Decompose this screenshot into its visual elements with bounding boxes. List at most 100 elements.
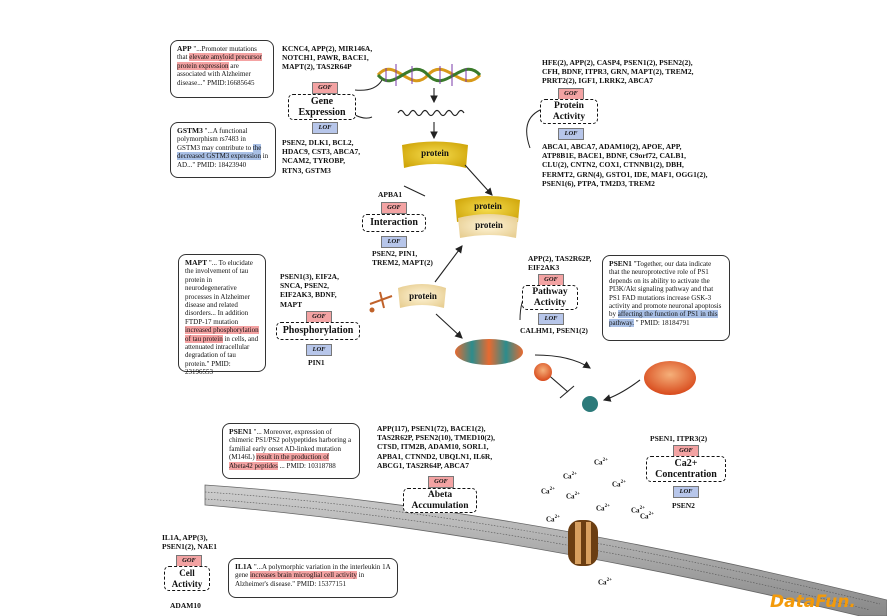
card-psen1b-gene: PSEN1 [229, 427, 252, 436]
interaction-gof-genes: APBA1 [378, 190, 403, 199]
card-gstm3-gene: GSTM3 [177, 126, 203, 135]
gene-line: PSEN2, PIN1, [372, 249, 418, 258]
card-mapt-end: in cells, and attenuated intracellular d… [185, 334, 259, 368]
cell-activity-gof-genes: IL1A, APP(3), PSEN1(2), NAE1 [162, 533, 242, 551]
gene-line: NOTCH1, PAWR, BACE1, [282, 53, 369, 63]
protein-shape-3 [458, 214, 518, 238]
gene-line: NCAM2, TYROBP, [282, 156, 346, 166]
phosphorylation-lof-genes: PIN1 [308, 358, 325, 367]
gene-expression-lof-genes: PSEN2, DLK1, BCL2, HDAC9, CST3, ABCA7, N… [282, 138, 392, 175]
protein-label-1: protein [421, 148, 449, 158]
gene-line: PSEN1(6), PTPA, TM2D3, TREM2 [542, 178, 655, 188]
gene-line: RTN3, GSTM3 [282, 165, 331, 175]
card-mapt: MAPT "... To elucidate the involvement o… [178, 254, 266, 376]
card-gstm3: GSTM3 "...A functional polymorphism rs74… [170, 122, 276, 178]
card-gstm3-pmid: PMID: 18423940 [196, 160, 247, 169]
gene-expression-lof-badge: LOF [312, 122, 338, 134]
protein-label-3: protein [475, 220, 503, 230]
gene-line: CLU(2), CNTN2, COX1, CTNNB1(2), DBH, [542, 160, 684, 170]
gene-expression-gof-genes: KCNC4, APP(2), MIR146A, NOTCH1, PAWR, BA… [282, 44, 392, 72]
phosphorylation-lof-badge: LOF [306, 344, 332, 356]
small-blob-2 [582, 396, 598, 412]
pathway-activity-lof-genes: CALHM1, PSEN1(2) [520, 326, 588, 335]
protein-activity-lof-genes: ABCA1, ABCA7, ADAM10(2), APOE, APP, ATP8… [542, 142, 752, 188]
ca-ion: Ca2+ [594, 458, 608, 467]
card-app-highlight: elevate amyloid precursor protein expres… [177, 53, 262, 70]
gene-expression-gof-badge: GOF [312, 82, 338, 94]
card-app-text: "...Promoter mutations that [177, 45, 257, 62]
interaction-gof-badge: GOF [381, 202, 407, 214]
small-blob-1 [534, 363, 552, 381]
card-psen1a-gene: PSEN1 [609, 259, 632, 268]
card-mapt-pmid: PMID: 23196553 [185, 359, 231, 377]
datafun-logo: DataFun. [770, 592, 856, 612]
gene-line: CTSD, ITM2B, ADAM10, SORL1, [377, 442, 489, 452]
gene-expression-node[interactable]: Gene Expression [288, 94, 356, 120]
ca-ion: Ca2+ [566, 492, 580, 501]
card-app-pmid: PMID:16685645 [207, 78, 255, 87]
card-psen1-abeta: PSEN1 "... Moreover, expression of chime… [222, 423, 360, 479]
phosphorylation-gof-genes: PSEN1(3), EIF2A, SNCA, PSEN2, EIF2AK3, B… [280, 272, 360, 309]
interaction-node[interactable]: Interaction [362, 214, 426, 232]
gene-line: HFE(2), APP(2), CASP4, PSEN1(2), PSEN2(2… [542, 58, 693, 67]
ca-conc-lof-genes: PSEN2 [672, 501, 695, 510]
gene-line: APBA1, CTNND2, UBQLN1, IL6R, [377, 451, 493, 461]
phosphorylation-node[interactable]: Phosphorylation [276, 322, 360, 340]
ca-ion: Ca2+ [541, 487, 555, 496]
gene-line: PSEN2, DLK1, BCL2, [282, 138, 354, 147]
gene-line: EIF2AK3, BDNF, [280, 290, 337, 300]
gene-line: PRRT2(2), IGF1, LRRK2, ABCA7 [542, 76, 653, 86]
gene-line: PSEN1(2), NAE1 [162, 542, 218, 552]
gene-line: KCNC4, APP(2), MIR146A, [282, 44, 373, 53]
card-app: APP "...Promoter mutations that elevate … [170, 40, 274, 98]
card-psen1b-text: "... Moreover, expression of chimeric PS… [229, 428, 352, 462]
ca-ion: Ca2+ [612, 480, 626, 489]
gene-line: APP(117), PSEN1(72), BACE1(2), [377, 424, 486, 433]
card-app-end: are associated with Alzheimer disease...… [177, 61, 251, 87]
gene-line: HDAC9, CST3, ABCA7, [282, 147, 361, 157]
pathway-activity-node[interactable]: Pathway Activity [522, 285, 578, 310]
pathway-activity-lof-badge: LOF [538, 313, 564, 325]
aggregate-blob [455, 339, 523, 365]
card-il1a-gene: IL1A [235, 562, 253, 571]
protein-activity-gof-genes: HFE(2), APP(2), CASP4, PSEN1(2), PSEN2(2… [542, 58, 742, 86]
protein-activity-node[interactable]: Protein Activity [540, 99, 598, 124]
large-blob [644, 361, 696, 395]
gene-line: MAPT(2), TAS2R64P [282, 62, 352, 72]
card-il1a-text: "...A polymorphic variation in the inter… [235, 563, 391, 580]
gene-line: ABCG1, TAS2R64P, ABCA7 [377, 460, 469, 470]
dna-helix [376, 64, 482, 86]
ca-conc-lof-badge: LOF [673, 486, 699, 498]
gene-line: ATP8B1E, BACE1, BDNF, C9orf72, CALB1, [542, 151, 686, 161]
gene-line: TAS2R62P, PSEN2(10), TMED10(2), [377, 433, 495, 443]
card-psen1a-text: "Together, our data indicate that the ne… [609, 260, 722, 319]
cell-activity-node[interactable]: Cell Activity [164, 566, 210, 591]
abeta-node[interactable]: Abeta Accumulation [403, 488, 477, 513]
card-psen1a-pmid: PMID: 18184791 [640, 318, 690, 327]
card-mapt-text: "... To elucidate the involvement of tau… [185, 259, 253, 326]
card-il1a-highlight: increases brain microglial cell activity [249, 571, 357, 580]
gene-line: SNCA, PSEN2, [280, 281, 329, 291]
card-il1a-end: in Alzheimer's disease." [235, 571, 365, 588]
card-psen1-pathway: PSEN1 "Together, our data indicate that … [602, 255, 730, 341]
gene-line: ABCA1, ABCA7, ADAM10(2), APOE, APP, [542, 142, 682, 151]
protein-label-2: protein [474, 201, 502, 211]
card-gstm3-end: in AD..." [177, 152, 269, 169]
protein-shape-1 [402, 141, 468, 168]
gene-line: MAPT [280, 299, 303, 309]
gene-line: PSEN1(3), EIF2A, [280, 272, 339, 281]
ca-ion: Ca2+ [546, 515, 560, 524]
ca-ion: Ca2+ [631, 506, 645, 515]
protein-label-4: protein [409, 291, 437, 301]
abeta-gof-badge: GOF [428, 476, 454, 488]
pathway-activity-gof-genes: APP(2), TAS2R62P, EIF2AK3 [528, 254, 608, 272]
gene-line: EIF2AK3 [528, 263, 560, 273]
protein-shape-4 [398, 284, 446, 308]
calcium-channel [568, 520, 598, 566]
card-il1a-pmid: PMID: 15377151 [296, 579, 347, 588]
mrna-strand [397, 109, 465, 117]
ca-conc-node[interactable]: Ca2+ Concentration [646, 456, 726, 482]
card-mapt-gene: MAPT [185, 258, 208, 267]
